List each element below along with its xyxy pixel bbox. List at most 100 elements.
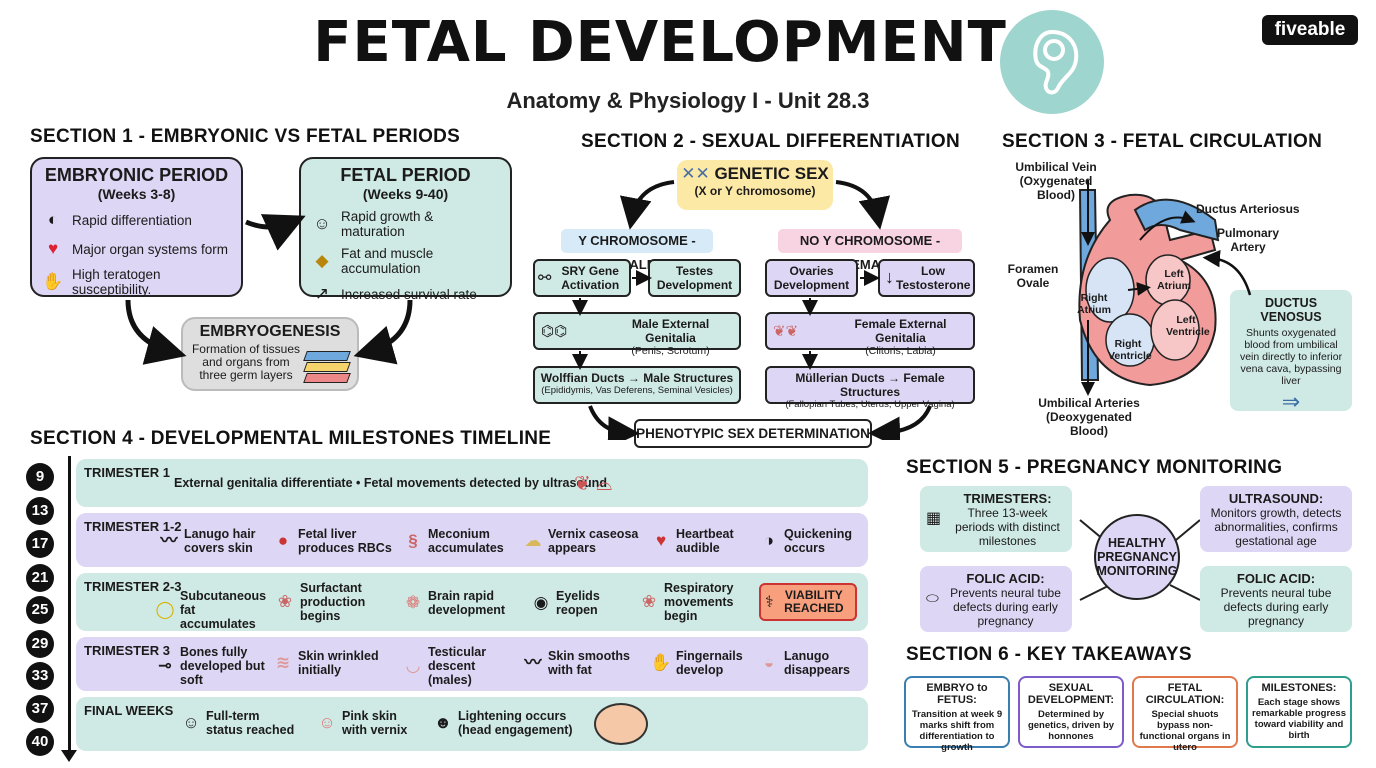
section2-arrows: [572, 180, 932, 440]
takeaway-head: SEXUAL DEVELOPMENT:: [1027, 682, 1115, 706]
takeaway-card: FETAL CIRCULATION: Special shuots bypass…: [1132, 676, 1238, 753]
rbc-icon: ●: [277, 531, 289, 550]
monitor-card-text: Monitors growth, detects abnormalities, …: [1210, 506, 1342, 548]
male-ext-box: Male External Genitalia (Penis, Scrotum)…: [533, 312, 741, 357]
embryo-badge-icon: [1000, 10, 1104, 114]
takeaway-card: SEXUAL DEVELOPMENT: Determined by geneti…: [1018, 676, 1124, 748]
takeaway-card: EMBRYO to FETUS: Transition at week 9 ma…: [904, 676, 1010, 753]
embryonic-item: Major organ systems form: [72, 241, 229, 257]
right-atrium-label: Right Atrium: [1077, 292, 1111, 316]
low-t-box: ↓ Low Testosterone: [878, 259, 975, 297]
fetal-heart-diagram: [1078, 180, 1220, 396]
milestone: Pink skin with vernix: [342, 709, 408, 737]
fetal-head: FETAL PERIOD: [340, 165, 471, 185]
viability-text: VIABILITY REACHED: [784, 588, 844, 615]
female-ext-box: Female External Genitalia (Clitoris, Lab…: [765, 312, 975, 357]
umbilical-vein-label: Umbilical Vein(Oxygenated Blood): [1000, 160, 1112, 202]
embryo-icon: ◐: [47, 210, 59, 229]
head-engaged-icon: ☻: [434, 713, 452, 732]
down-arrow-icon: ↓: [885, 267, 894, 287]
milestone: Brain rapid development: [428, 589, 506, 617]
embryogenesis-head: EMBRYOGENESIS: [199, 323, 341, 340]
respiratory-icon: ❀: [641, 592, 657, 611]
mullerian-text: Müllerian Ducts → Female Structures: [795, 371, 945, 399]
takeaway-head: MILESTONES:: [1261, 682, 1337, 694]
pink-baby-icon: ☺: [318, 713, 336, 732]
eye-icon: ◉: [533, 593, 549, 612]
genetic-head: GENETIC SEX: [714, 164, 829, 183]
week-marker: 29: [26, 630, 54, 658]
trimester12-band: TRIMESTER 1-2 〰Lanugo hair covers skin ●…: [76, 513, 868, 567]
final-weeks-band: FINAL WEEKS ☺Full-term status reached ☺P…: [76, 697, 868, 751]
week-marker: 37: [26, 695, 54, 723]
ovaries-box: Ovaries Development: [765, 259, 858, 297]
ductus-venosus-box: DUCTUS VENOSUS Shunts oxygenated blood f…: [1230, 290, 1352, 414]
female-anatomy-icon: ❦❦: [773, 323, 799, 340]
bone-icon: ⊸: [157, 656, 173, 675]
fetal-sub: (Weeks 9-40): [362, 186, 449, 202]
left-atrium-label: Left Atrium: [1157, 268, 1191, 292]
milestone: Surfactant production begins: [300, 581, 366, 623]
wolffian-sub: (Epididymis, Vas Deferens, Seminal Vesic…: [541, 385, 733, 396]
umbilical-arteries-sub: (Deoxygenated Blood): [1045, 410, 1133, 438]
week-marker: 9: [26, 463, 54, 491]
ovaries-text: Ovaries Development: [773, 264, 850, 292]
milestone: Subcutaneous fat accumulates: [180, 589, 267, 631]
sry-box: ⚯ SRY Gene Activation: [533, 259, 631, 297]
low-t-text: Low Testosterone: [896, 264, 971, 292]
heartbeat-icon: ♥: [655, 531, 667, 550]
embryogenesis-text: Formation of tissues and organs from thr…: [191, 342, 301, 382]
takeaway-head: EMBRYO to FETUS:: [926, 682, 988, 706]
male-ext-text: Male External Genitalia: [631, 317, 710, 345]
trimester1-label: TRIMESTER 1: [84, 465, 170, 480]
timeline-axis: [68, 456, 71, 758]
molecule-icon: ⌬⌬: [541, 323, 568, 340]
section3-title: SECTION 3 - FETAL CIRCULATION: [1002, 131, 1323, 152]
female-ext-text: Female External Genitalia: [854, 317, 947, 345]
milestone: Eyelids reopen: [556, 589, 600, 617]
womb-icon: [594, 703, 648, 745]
trimester1-band: TRIMESTER 1 External genitalia different…: [76, 459, 868, 507]
chromosome-icon: ✕✕: [681, 164, 715, 183]
fat-drop-icon: ◆: [315, 251, 329, 270]
page-subtitle: Anatomy & Physiology I - Unit 28.3: [506, 88, 870, 113]
dv-pointer-arrow: [1202, 250, 1252, 296]
monitor-card-trimesters: ▦ TRIMESTERS: Three 13-week periods with…: [920, 486, 1072, 552]
umbilical-arteries-label: Umbilical Arteries(Deoxygenated Blood): [1028, 396, 1150, 438]
milestone: Skin smooths with fat: [548, 649, 630, 677]
monitor-card-head: FOLIC ACID:: [1236, 571, 1316, 586]
section1-arrows: [125, 214, 413, 365]
vernix-icon: ☁: [524, 531, 542, 550]
week-marker: 33: [26, 662, 54, 690]
takeaway-head: FETAL CIRCULATION:: [1145, 682, 1225, 706]
milestone: Meconium accumulates: [428, 527, 504, 555]
testes-icon: ◡: [406, 656, 420, 675]
fetal-period-box: FETAL PERIOD (Weeks 9-40) ☺Rapid growth …: [299, 157, 512, 303]
fat-cell-icon: ◯: [155, 600, 175, 619]
takeaway-text: Special shuots bypass non-functional org…: [1139, 709, 1231, 753]
brand-logo: fiveable: [1262, 15, 1358, 45]
section4-title: SECTION 4 - DEVELOPMENTAL MILESTONES TIM…: [30, 428, 552, 449]
milestone: Fingernails develop: [676, 649, 743, 677]
genetic-sex-box: ✕✕ GENETIC SEX (X or Y chromosome): [677, 160, 833, 210]
embryonic-item: Rapid differentiation: [72, 212, 192, 228]
ductus-arteriosus-label: Ductus Arteriosus: [1196, 202, 1300, 216]
viability-icon: ⚕: [765, 594, 774, 611]
dna-icon: ⚯: [538, 270, 552, 287]
monitor-card-ultrasound: ULTRASOUND: Monitors growth, detects abn…: [1200, 486, 1352, 552]
trimester3-label: TRIMESTER 3: [84, 643, 170, 658]
heart-icon: ♥: [47, 239, 59, 258]
milestone: Lightening occurs (head engagement): [458, 709, 573, 737]
intestine-icon: §: [408, 531, 418, 550]
hand-nails-icon: ✋: [650, 653, 672, 672]
fetal-item: Fat and muscle accumulation: [341, 246, 434, 276]
hair-icon: 〰: [160, 531, 178, 550]
monitor-card-text: Prevents neural tube defects during earl…: [950, 586, 1061, 628]
sry-text: SRY Gene Activation: [561, 264, 620, 292]
milestone: Fetal liver produces RBCs: [298, 527, 392, 555]
monitor-card-folic-2: FOLIC ACID: Prevents neural tube defects…: [1200, 566, 1352, 632]
milestone: Lanugo disappears: [784, 649, 851, 677]
monitoring-center: HEALTHY PREGNANCY MONITORING: [1094, 514, 1180, 600]
pulmonary-artery-label: Pulmonary Artery: [1216, 226, 1279, 254]
embryonic-sub: (Weeks 3-8): [97, 186, 176, 202]
